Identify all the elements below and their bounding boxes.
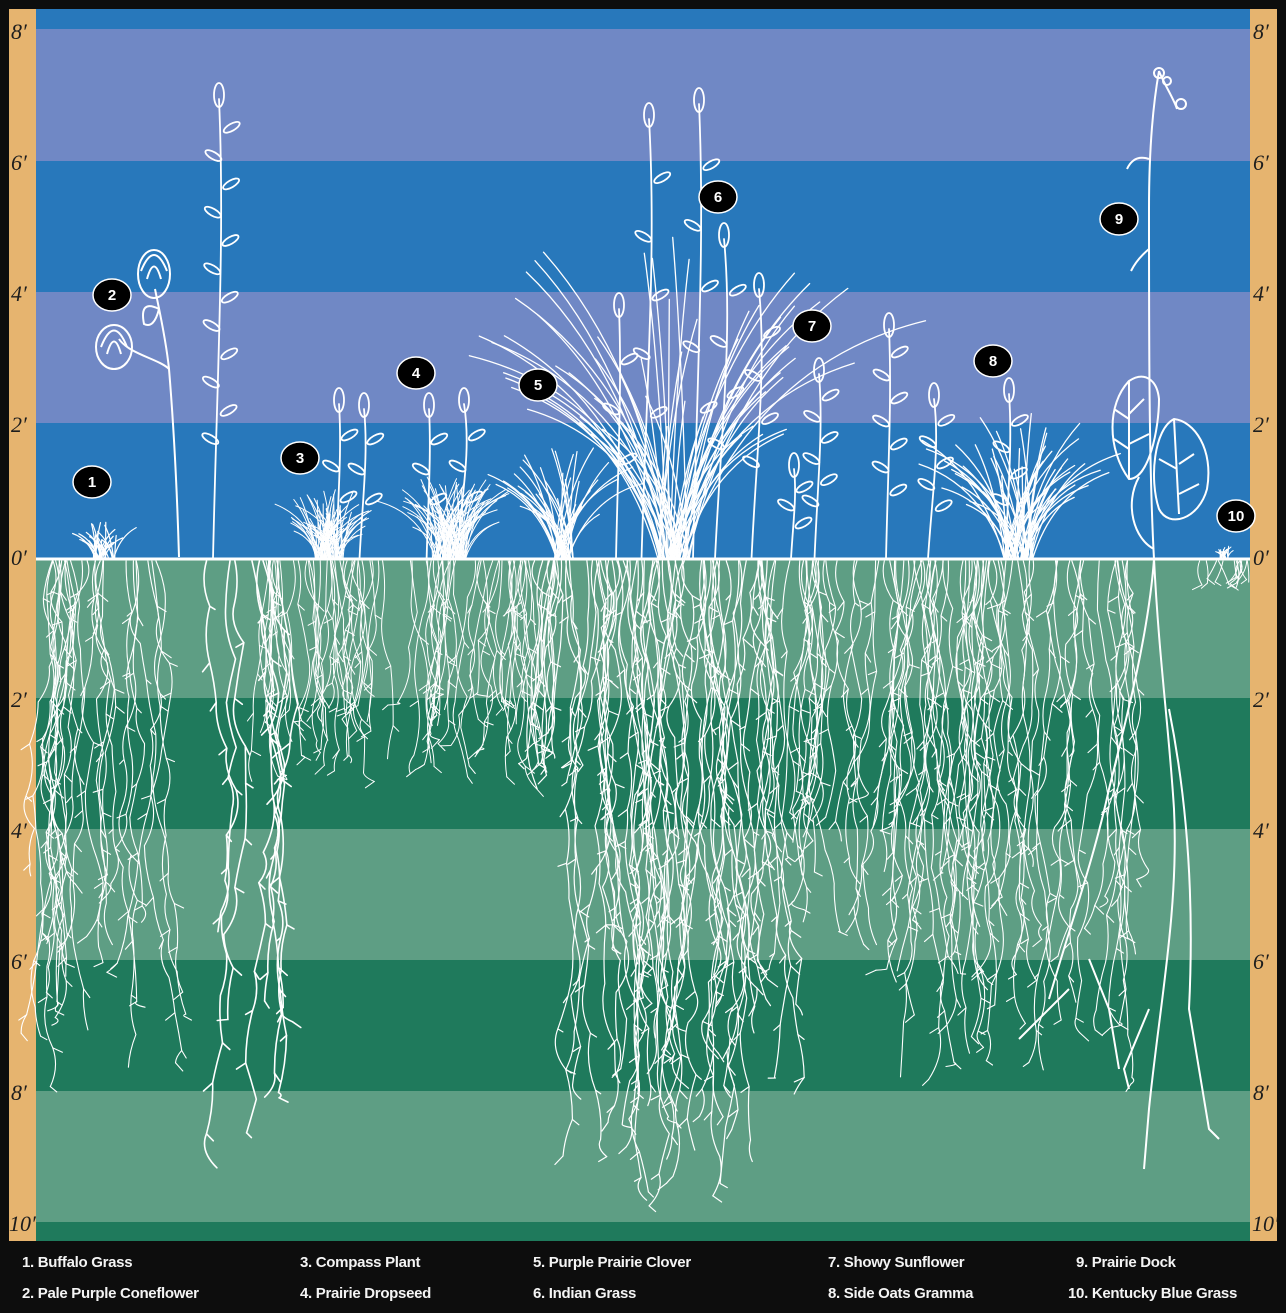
legend-item-9: 9. Prairie Dock <box>1076 1254 1176 1271</box>
marker-number: 9 <box>1115 211 1123 228</box>
left-ruler <box>9 9 36 1241</box>
sky-bands <box>36 9 1250 559</box>
marker-9: 9 <box>1100 203 1138 235</box>
ruler-label: 8′ <box>11 19 28 44</box>
marker-number: 1 <box>88 474 96 491</box>
legend-item-2: 2. Pale Purple Coneflower <box>22 1285 199 1302</box>
legend-item-10: 10. Kentucky Blue Grass <box>1068 1285 1237 1302</box>
ruler-label: 6′ <box>11 150 28 175</box>
ruler-label: 8′ <box>1253 19 1270 44</box>
marker-number: 4 <box>412 365 421 382</box>
marker-number: 2 <box>108 287 116 304</box>
marker-number: 3 <box>296 450 304 467</box>
ruler-label: 2′ <box>11 412 28 437</box>
marker-number: 7 <box>808 318 816 335</box>
legend-item-4: 4. Prairie Dropseed <box>300 1285 431 1302</box>
ruler-label: 8′ <box>1253 1080 1270 1105</box>
legend-item-5: 5. Purple Prairie Clover <box>533 1254 691 1271</box>
marker-4: 4 <box>397 357 435 389</box>
ruler-label: 10′ <box>9 1211 37 1236</box>
marker-number: 6 <box>714 189 722 206</box>
ruler-label: 4′ <box>11 281 28 306</box>
prairie-root-diagram: 8′ 6′ 4′ 2′ 0′ 2′ 4′ 6′ 8′ 10′ 8′ 6′ 4′ … <box>9 9 1277 1241</box>
ruler-label: 6′ <box>1253 150 1270 175</box>
legend-item-3: 3. Compass Plant <box>300 1254 420 1271</box>
marker-1: 1 <box>73 466 111 498</box>
ruler-label: 8′ <box>11 1080 28 1105</box>
right-ruler <box>1250 9 1277 1241</box>
ruler-label: 0′ <box>1253 545 1270 570</box>
ruler-label: 4′ <box>1253 281 1270 306</box>
legend-item-8: 8. Side Oats Gramma <box>828 1285 973 1302</box>
ruler-label: 2′ <box>1253 687 1270 712</box>
marker-5: 5 <box>519 369 557 401</box>
marker-number: 8 <box>989 353 997 370</box>
marker-10: 10 <box>1217 500 1255 532</box>
ruler-label: 2′ <box>11 687 28 712</box>
marker-3: 3 <box>281 442 319 474</box>
marker-8: 8 <box>974 345 1012 377</box>
legend-item-6: 6. Indian Grass <box>533 1285 636 1302</box>
marker-7: 7 <box>793 310 831 342</box>
ruler-label: 0′ <box>11 545 28 570</box>
legend-item-7: 7. Showy Sunflower <box>828 1254 964 1271</box>
ruler-label: 2′ <box>1253 412 1270 437</box>
legend-item-1: 1. Buffalo Grass <box>22 1254 132 1271</box>
ruler-label: 10′ <box>1252 1211 1277 1236</box>
marker-number: 5 <box>534 377 542 394</box>
ruler-label: 6′ <box>11 949 28 974</box>
legend: 1. Buffalo Grass 2. Pale Purple Coneflow… <box>0 1245 1286 1313</box>
ruler-label: 4′ <box>11 818 28 843</box>
ruler-label: 6′ <box>1253 949 1270 974</box>
marker-2: 2 <box>93 279 131 311</box>
marker-number: 10 <box>1228 508 1245 525</box>
marker-6: 6 <box>699 181 737 213</box>
ruler-label: 4′ <box>1253 818 1270 843</box>
